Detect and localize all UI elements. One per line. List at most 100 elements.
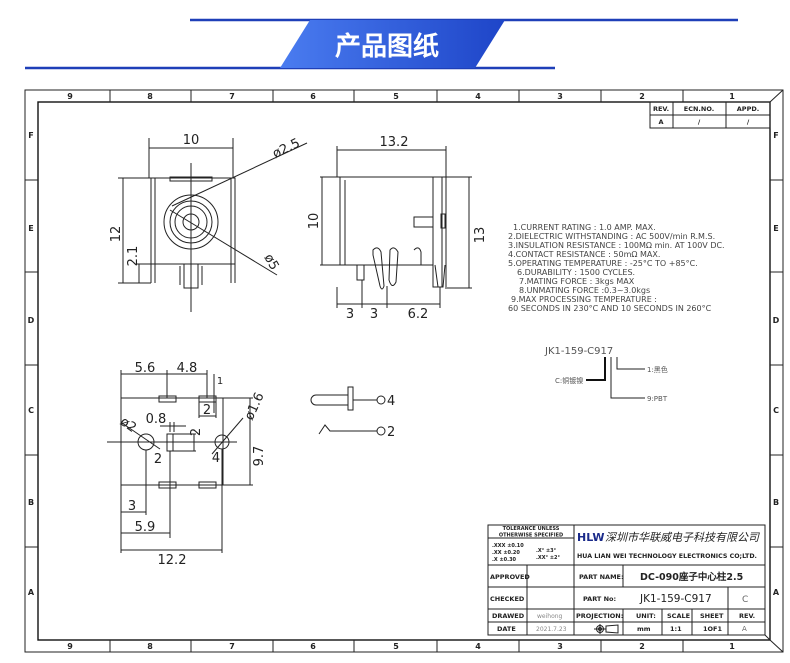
col-label: 8 [147,92,153,101]
spec-line: 7.MATING FORCE : 3kgs MAX [519,277,635,286]
approved-label: APPROVED [490,573,530,581]
spec-line: 6.DURABILITY : 1500 CYCLES. [517,268,635,277]
row-label: A [773,588,780,597]
col-label: 7 [229,642,235,651]
row-label: D [28,316,35,325]
pitch-dim-3: 6.2 [408,307,429,322]
spec-line: 5.OPERATING TEMPERATURE : -25°C TO +85°C… [508,259,698,268]
ecn-value: / [698,118,701,126]
col-label: 1 [729,642,735,651]
bottom-view: 5.6 4.8 1 2 0.8 2 ø1.6 ø2 2 4 9.7 3 5.9 … [107,361,268,568]
bottom-dim-12-2: 12.2 [158,553,187,568]
rev-label: REV. [739,612,755,620]
col-label: 8 [147,642,153,651]
col-label: 4 [475,642,481,651]
row-label: B [773,498,779,507]
side-length-dim: 13.2 [380,135,409,150]
row-label: B [28,498,34,507]
banner: 产品图纸 [25,18,738,70]
scale-label: SCALE [667,612,690,620]
schematic: 4 2 [310,386,395,440]
side-body-height-dim: 10 [307,213,322,230]
bottom-dim-9-7: 9.7 [252,446,267,467]
col-label: 3 [557,642,563,651]
part-code-breakdown: JK1-159-C917 1:黑色 9:PBT C:铜镀镍 [544,346,668,403]
projection-symbol-icon [594,624,619,634]
date-label: DATE [497,625,516,633]
label-9-material: 9:PBT [647,395,668,403]
date-value: 2021.7.23 [536,626,567,633]
row-label: A [28,588,35,597]
sheet-label: SHEET [700,612,724,620]
spec-line: 1.CURRENT RATING : 1.0 AMP. MAX. [513,223,656,232]
front-view: 10 12 2.1 ø2.5 ø5 [109,133,308,312]
bottom-dim-4-8: 4.8 [177,361,198,376]
pin-label-4: 4 [212,451,220,466]
col-label: 5 [393,642,399,651]
bottom-dim-dia-1-6: ø1.6 [242,390,268,422]
col-label: 5 [393,92,399,101]
part-name-value: DC-090座子中心柱2.5 [640,571,743,583]
col-label: 7 [229,92,235,101]
pitch-dim-1: 3 [346,307,354,322]
col-label: 6 [310,92,316,101]
tol-angle-1: .X° ±3° [536,548,557,554]
rev-value: A [742,625,747,633]
ecn-header: ECN.NO. [684,105,714,113]
bottom-dim-5-6: 5.6 [135,361,156,376]
drawed-label: DRAWED [492,612,525,620]
drawed-value: weihong [537,613,563,620]
inner-dia-dim: ø2.5 [270,136,302,162]
tolerance-subtitle: OTHERWISE SPECIFIED [499,533,563,539]
label-1-color: 1:黑色 [647,365,668,374]
checked-label: CHECKED [490,595,525,603]
bottom-dim-2a: 2 [203,403,211,418]
row-label: C [773,406,779,415]
tol-x: .X ±0.30 [492,557,517,563]
part-code: JK1-159-C917 [544,346,613,357]
side-total-height-dim: 13 [473,227,488,244]
appd-value: / [747,118,750,126]
drawing-frame: 9 8 7 6 5 4 3 2 1 9 8 7 6 5 4 3 2 1 F E … [24,89,784,653]
company-name-cn: 深圳市华联威电子科技有限公司 [605,531,760,544]
spec-line: 60 SECONDS IN 230°C AND 10 SECONDS IN 26… [508,304,712,313]
row-label: D [773,316,780,325]
col-label: 9 [67,92,73,101]
row-label: C [28,406,34,415]
title-block: TOLERANCE UNLESS OTHERWISE SPECIFIED .XX… [487,524,771,641]
row-label: F [28,131,33,140]
spec-line: 4.CONTACT RESISTANCE : 50mΩ MAX. [508,250,660,259]
outer-dia-dim: ø5 [260,251,281,273]
col-label: 6 [310,642,316,651]
schematic-pin-4: 4 [387,394,395,409]
row-label: E [773,224,778,233]
banner-shape [280,20,505,68]
col-label: 4 [475,92,481,101]
part-no-value: JK1-159-C917 [639,593,712,605]
side-view: 13.2 10 13 3 3 6.2 [307,135,488,322]
col-label: 2 [639,92,645,101]
tol-xx: .XX ±0.20 [492,550,520,556]
row-label: F [773,131,778,140]
company-name-en: HUA LIAN WEI TECHNOLOGY ELECTRONICS CO;L… [577,553,757,560]
bottom-dim-0-8: 0.8 [146,412,167,427]
col-label: 1 [729,92,735,101]
rev-value: A [658,118,663,126]
bottom-dim-3: 3 [128,499,136,514]
schematic-pin-2: 2 [387,425,395,440]
pin-height-dim: 2.1 [126,246,141,267]
spec-line: 8.UNMATING FORCE :0.3~3.0kgs [519,286,650,295]
bottom-dim-2b: 2 [189,428,204,436]
part-name-label: PART NAME: [579,573,624,581]
col-label: 3 [557,92,563,101]
specifications: 1.CURRENT RATING : 1.0 AMP. MAX. 2.DIELE… [508,223,725,313]
row-label: E [28,224,33,233]
col-label: 9 [67,642,73,651]
col-label: 2 [639,642,645,651]
unit-value: mm [637,625,651,633]
appd-header: APPD. [737,105,759,113]
pin-label-2: 2 [154,452,162,467]
bottom-dim-5-9: 5.9 [135,520,156,535]
rev-header: REV. [653,105,669,113]
tolerance-title: TOLERANCE UNLESS [503,526,560,532]
